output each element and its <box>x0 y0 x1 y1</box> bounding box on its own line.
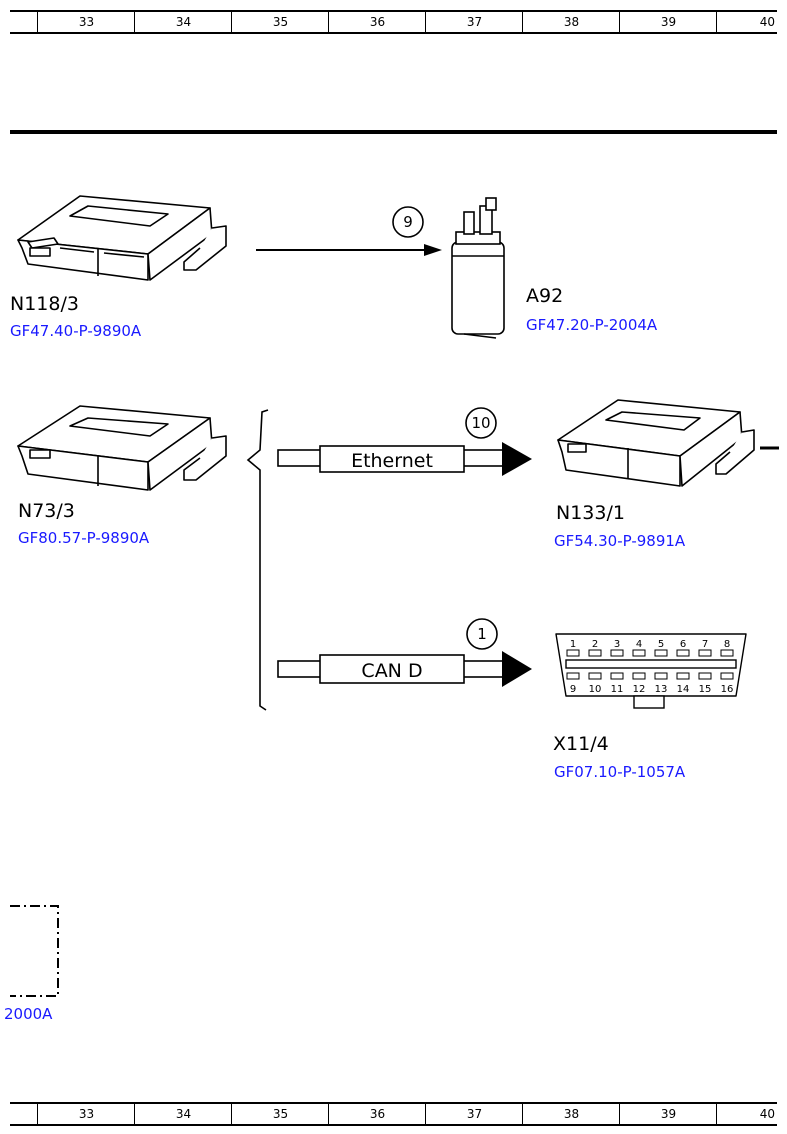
ruler-cell: 33 <box>37 1104 135 1124</box>
connection-number-circle <box>466 618 498 650</box>
pin-contact <box>720 672 734 680</box>
ruler-cell: 38 <box>522 1104 620 1124</box>
document-link-n118[interactable]: GF47.40-P-9890A <box>10 322 142 340</box>
can-d-label: CAN D <box>361 660 422 682</box>
pin-number: 3 <box>614 639 620 650</box>
pin-contact <box>676 672 690 680</box>
pin-contact <box>698 672 712 680</box>
ruler-cell: 36 <box>328 1104 426 1124</box>
component-label-n118: N118/3 <box>10 293 79 315</box>
document-link-a92[interactable]: GF47.20-P-2004A <box>526 316 658 334</box>
ruler-cell: 38 <box>522 12 620 32</box>
connection-number-circle <box>465 407 497 439</box>
pin-contact <box>566 672 580 680</box>
pin-number: 13 <box>655 684 668 695</box>
connection-number: 9 <box>403 213 413 231</box>
ruler-cell: 37 <box>425 1104 523 1124</box>
document-link-partial[interactable]: 2000A <box>4 1005 53 1023</box>
ruler-cell: 39 <box>619 12 717 32</box>
pin-number: 2 <box>592 639 598 650</box>
arrow-head <box>424 244 442 256</box>
ruler-cell: 35 <box>231 12 329 32</box>
document-link-n73[interactable]: GF80.57-P-9890A <box>18 529 150 547</box>
ethernet-label: Ethernet <box>351 450 433 472</box>
ruler-cell: 36 <box>328 12 426 32</box>
pin-contact <box>698 649 712 657</box>
section-divider <box>10 130 777 134</box>
ecu-module-n133-icon[interactable] <box>557 399 755 487</box>
pin-contact <box>654 672 668 680</box>
component-label-n73: N73/3 <box>18 500 75 522</box>
pin-number: 10 <box>589 684 602 695</box>
ruler-cell: 34 <box>134 12 232 32</box>
pin-contact <box>588 649 602 657</box>
connection-number: 10 <box>471 414 490 432</box>
pin-number: 11 <box>611 684 624 695</box>
component-label-x11: X11/4 <box>553 733 609 755</box>
document-link-n133[interactable]: GF54.30-P-9891A <box>554 532 686 550</box>
ethernet-cable[interactable]: Ethernet <box>277 442 532 476</box>
pin-contact <box>610 672 624 680</box>
can-d-cable[interactable]: CAN D <box>277 651 532 687</box>
top-ruler: 33 34 35 36 37 38 39 40 <box>10 10 777 34</box>
ruler-cell: 34 <box>134 1104 232 1124</box>
pin-number: 9 <box>570 684 576 695</box>
bottom-ruler: 33 34 35 36 37 38 39 40 <box>10 1102 777 1126</box>
pin-number: 5 <box>658 639 664 650</box>
pin-number: 15 <box>699 684 712 695</box>
fuel-pump-a92-icon[interactable] <box>451 197 505 339</box>
pin-contact <box>654 649 668 657</box>
pin-number: 16 <box>721 684 734 695</box>
pin-number: 14 <box>677 684 690 695</box>
pin-number: 4 <box>636 639 642 650</box>
pin-contact <box>720 649 734 657</box>
component-label-n133: N133/1 <box>556 502 625 524</box>
connection-number: 1 <box>477 625 487 643</box>
pin-contact <box>610 649 624 657</box>
ruler-cell <box>10 1104 37 1124</box>
ruler-cell: 40 <box>716 12 777 32</box>
pin-contact <box>632 649 646 657</box>
ecu-module-n118-icon[interactable] <box>17 195 227 281</box>
partial-component-box <box>10 905 59 997</box>
ruler-cell: 33 <box>37 12 135 32</box>
pin-number: 1 <box>570 639 576 650</box>
obd-connector-x11-icon[interactable] <box>555 633 747 709</box>
pin-contact <box>566 649 580 657</box>
pin-contact <box>676 649 690 657</box>
ruler-cell: 37 <box>425 12 523 32</box>
grouping-brace <box>246 409 269 711</box>
pin-contact <box>632 672 646 680</box>
ruler-cell: 39 <box>619 1104 717 1124</box>
component-label-a92: A92 <box>526 285 564 307</box>
pin-contact <box>588 672 602 680</box>
pin-number: 7 <box>702 639 708 650</box>
ruler-cell: 40 <box>716 1104 777 1124</box>
document-link-x11[interactable]: GF07.10-P-1057A <box>554 763 686 781</box>
pin-number: 12 <box>633 684 646 695</box>
ruler-cell: 35 <box>231 1104 329 1124</box>
connection-number-circle <box>392 206 424 238</box>
pin-number: 6 <box>680 639 686 650</box>
pin-number: 8 <box>724 639 730 650</box>
ecu-module-n73-icon[interactable] <box>17 405 227 491</box>
